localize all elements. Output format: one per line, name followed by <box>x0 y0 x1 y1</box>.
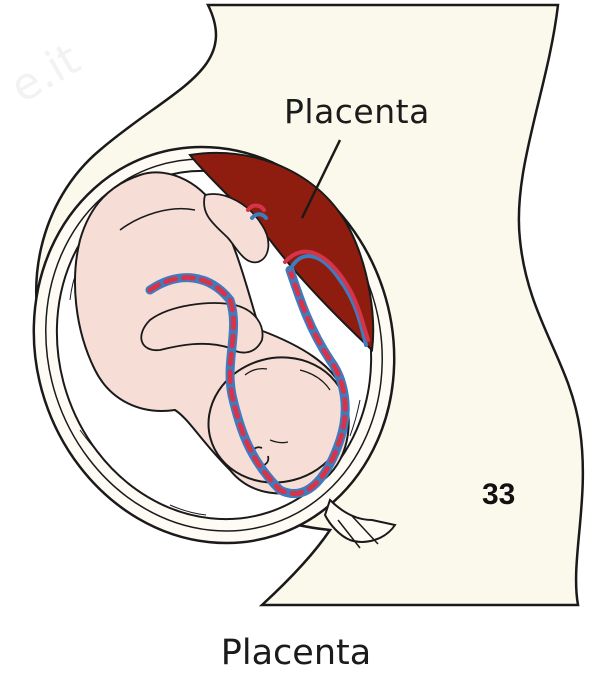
caption: Placenta <box>0 633 592 673</box>
figure-number: 33 <box>482 478 515 512</box>
placenta-label: Placenta <box>284 92 430 131</box>
